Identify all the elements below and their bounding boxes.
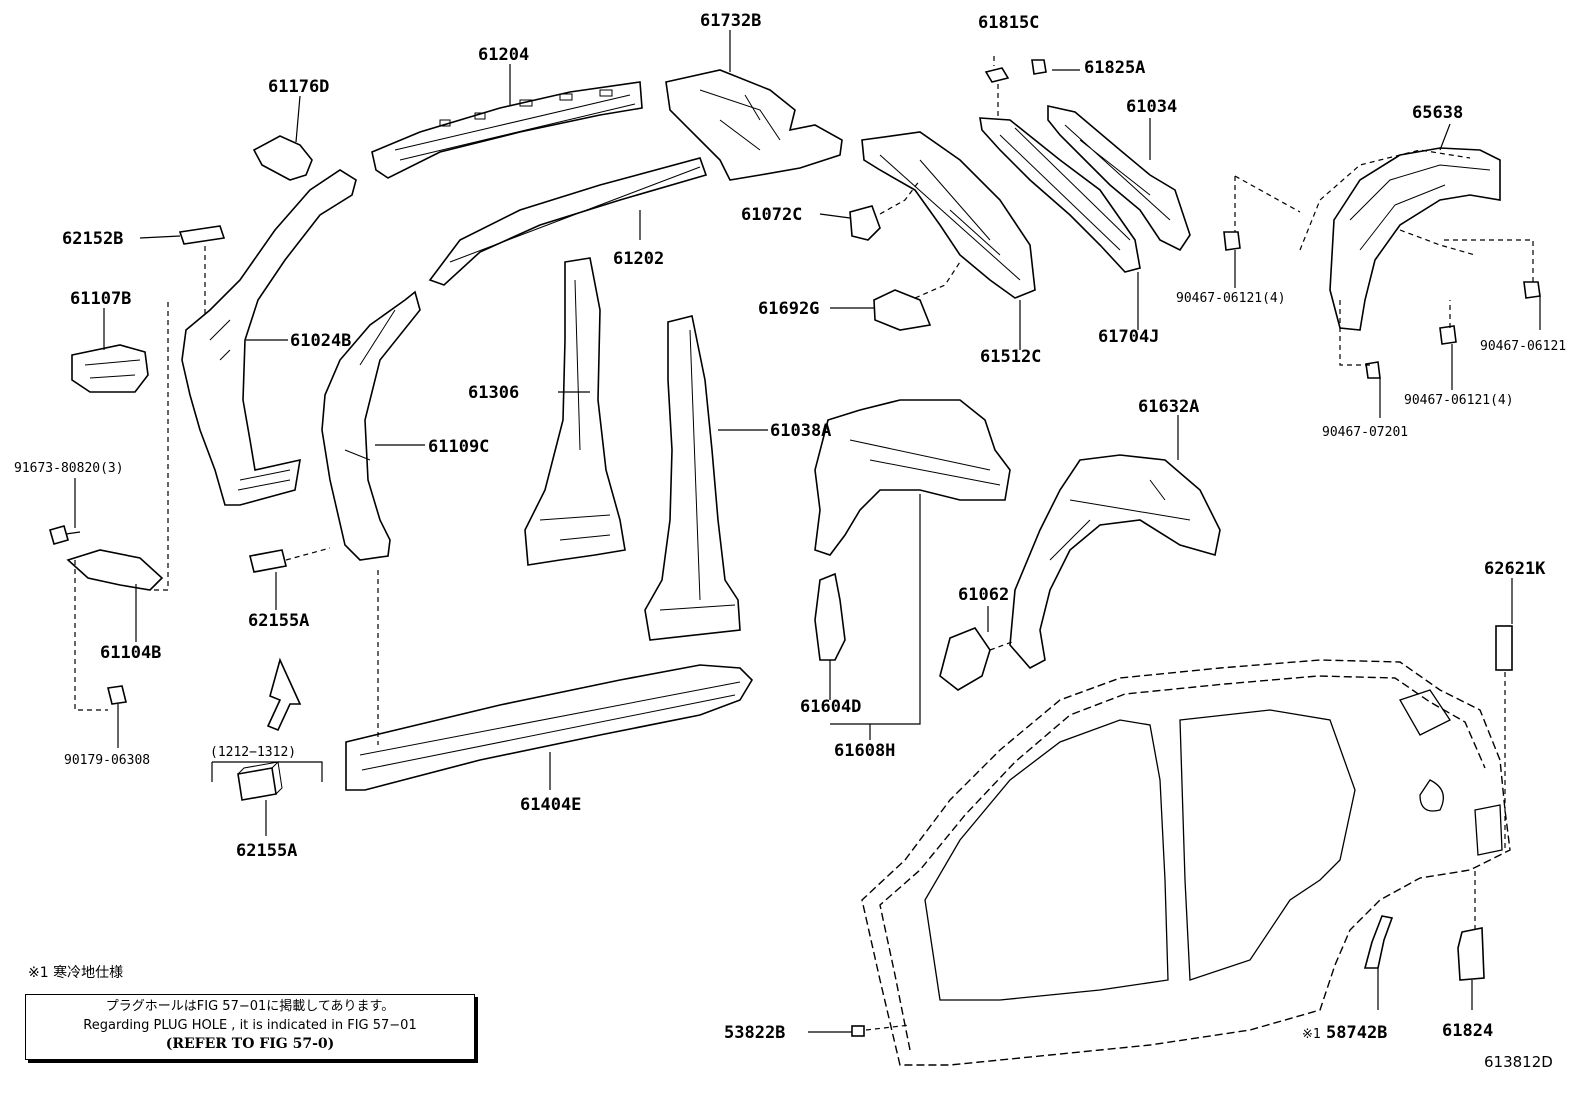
part-61104B-shape[interactable] [66,549,164,591]
part-61732B-shape[interactable] [665,69,843,181]
label-90467-06121-4-lower[interactable]: 90467-06121(4) [1404,393,1514,408]
note-line-refer[interactable]: (REFER TO FIG 57-0) [165,1036,335,1052]
label-61062[interactable]: 61062 [958,585,1009,605]
part-53822B-shape[interactable] [851,1025,865,1037]
label-61824[interactable]: 61824 [1442,1021,1493,1041]
part-62155A-block1[interactable] [249,549,287,573]
clip-90467-b[interactable] [1523,281,1541,299]
part-61034-shape[interactable] [1047,105,1191,252]
label-61404E[interactable]: 61404E [520,795,581,815]
relation-lines [74,56,1534,1031]
part-61202-shape[interactable] [428,157,708,286]
plug-hole-note: プラグホールはFIG 57−01に掲載してあります。 Regarding PLU… [25,994,475,1060]
clip-90467-c[interactable] [1439,325,1457,345]
label-61107B[interactable]: 61107B [70,289,131,309]
nut-90179[interactable] [107,685,127,705]
label-62621K[interactable]: 62621K [1484,559,1546,579]
label-90467-06121-4-upper[interactable]: 90467-06121(4) [1176,291,1286,306]
date-range-label: (1212−1312) [210,745,296,760]
part-61204-shape[interactable] [371,81,643,179]
note-line-japanese: プラグホールはFIG 57−01に掲載してあります。 [105,999,395,1014]
label-61104B[interactable]: 61104B [100,643,161,663]
cold-region-note: ※1 寒冷地仕様 [28,965,124,981]
label-61072C[interactable]: 61072C [741,205,802,225]
part-62155A-block2[interactable] [237,761,283,801]
part-61038A-shape[interactable] [644,315,741,641]
label-61024B[interactable]: 61024B [290,331,351,351]
label-61604D[interactable]: 61604D [800,697,861,717]
label-61176D[interactable]: 61176D [268,77,329,97]
part-61062-shape[interactable] [939,627,991,691]
label-61632A[interactable]: 61632A [1138,397,1199,417]
part-61704J-shape[interactable] [979,117,1141,273]
part-61825A-shape[interactable] [1031,59,1047,75]
part-62621K-shape[interactable] [1495,625,1513,671]
part-61815C-shape[interactable] [984,67,1010,83]
part-61404E-shape[interactable] [345,664,754,791]
label-91673-80820-3[interactable]: 91673-80820(3) [14,461,124,476]
part-65638-shape[interactable] [1299,147,1501,331]
part-61109C-shape[interactable] [321,290,421,561]
label-58742B[interactable]: 58742B [1326,1023,1387,1043]
label-62155A-upper[interactable]: 62155A [248,611,309,631]
note-mark-58742B: ※1 [1302,1027,1321,1042]
part-58742B-shape[interactable] [1363,915,1394,969]
label-61512C[interactable]: 61512C [980,347,1041,367]
label-61034[interactable]: 61034 [1126,97,1177,117]
label-61204[interactable]: 61204 [478,45,529,65]
part-61176D-shape[interactable] [252,135,313,181]
up-arrow-icon [266,657,302,732]
label-61704J[interactable]: 61704J [1098,327,1159,347]
label-61306[interactable]: 61306 [468,383,519,403]
part-61512C-shape[interactable] [861,131,1036,299]
part-61604D-shape[interactable] [814,572,846,661]
part-61824-shape[interactable] [1457,927,1485,981]
part-61632A-shape[interactable] [1009,454,1221,670]
note-line-english: Regarding PLUG HOLE , it is indicated in… [83,1018,417,1033]
label-61732B[interactable]: 61732B [700,11,761,31]
part-62152B-shape[interactable] [178,225,226,245]
part-61107B-shape[interactable] [71,344,149,393]
label-61825A[interactable]: 61825A [1084,58,1145,78]
label-90467-06121[interactable]: 90467-06121 [1480,339,1566,354]
part-61072C-shape[interactable] [849,205,881,241]
label-61038A[interactable]: 61038A [770,421,831,441]
label-62152B[interactable]: 62152B [62,229,123,249]
label-61202[interactable]: 61202 [613,249,664,269]
bolt-91673[interactable] [49,525,81,545]
label-61608H[interactable]: 61608H [834,741,895,761]
label-90179-06308[interactable]: 90179-06308 [64,753,150,768]
car-body-outline [861,659,1511,1066]
diagram-id: 613812D [1484,1053,1553,1071]
label-53822B[interactable]: 53822B [724,1023,785,1043]
part-61692G-shape[interactable] [873,289,932,331]
leader-lines [74,30,1541,1033]
clip-90467-a[interactable] [1223,231,1241,251]
label-61692G[interactable]: 61692G [758,299,819,319]
part-61024B-shape[interactable] [181,169,357,506]
label-61815C[interactable]: 61815C [978,13,1039,33]
label-62155A-lower[interactable]: 62155A [236,841,297,861]
label-61109C[interactable]: 61109C [428,437,489,457]
part-61306-shape[interactable] [524,257,626,566]
label-90467-07201[interactable]: 90467-07201 [1322,425,1408,440]
label-65638[interactable]: 65638 [1412,103,1463,123]
part-61608H-shape[interactable] [814,399,1011,556]
